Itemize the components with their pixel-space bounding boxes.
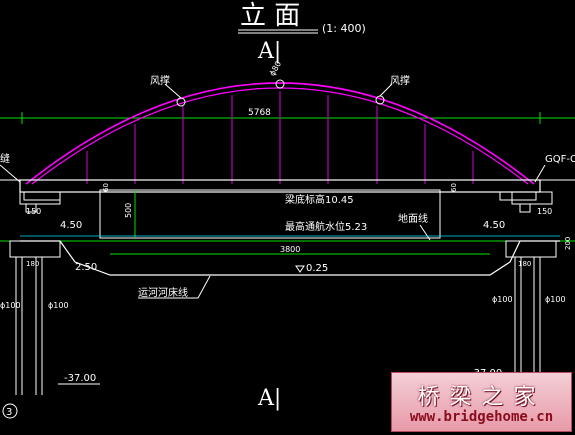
clear-span-dim: 3800 [280,245,300,254]
dim-150-right: 150 [537,207,552,216]
arch-upper [25,82,535,185]
bearing-left [25,203,37,213]
pile-dia-right-2: ϕ100 [545,295,566,304]
dim-180-right: 180 [518,260,531,268]
section-mark-top: A| [257,39,281,64]
wind-brace-node-top [275,79,285,89]
wind-brace-label-left: 风撑 [150,74,170,87]
riverbed-marker [295,265,305,273]
pile-bottom-left: -37.00 [64,373,96,384]
deck-haunch-left [23,191,61,201]
clear-height-dim: 500 [124,203,133,218]
joint-leader [0,164,21,183]
right-edge-dim: 200 [564,237,572,250]
watermark-title: 桥梁之家 [417,385,546,410]
nav-water-level: 最高通航水位5.23 [285,220,367,233]
drawing-title: 立 面 [240,1,300,31]
wind-brace-label-right: 风撑 [390,74,410,87]
abutment-cap-left [19,191,61,205]
pile-dia-left-2: ϕ100 [48,301,69,310]
pile-cap-left [9,240,61,258]
navigation-clearance-box [99,189,441,239]
dim-60-left: 60 [102,183,110,192]
drawing-scale: (1: 400) [322,22,366,35]
beam-bottom-elevation: 梁底标高10.45 [285,193,354,206]
riverbed-label: 运河河床线 [138,286,188,299]
leader-right [379,83,393,97]
watermark-url: www.bridgehome.cn [409,409,554,425]
riverbed-level: 0.25 [306,263,328,274]
bearing-right [519,203,531,213]
abutment-cap-right [511,191,553,205]
detail-number-circle [2,403,18,419]
detail-number: 3 [6,407,12,418]
elevation-right-top: 4.50 [483,220,505,231]
pile-cap-right [505,240,557,258]
elevation-left-top: 4.50 [60,220,82,231]
river-channel [20,240,560,276]
riverbed-leader-2 [197,275,211,299]
deck-haunch-right [499,191,537,201]
elevation-left-mid: 2.50 [75,262,97,273]
pile-dia-right-1: ϕ100 [492,295,513,304]
piles-left [15,257,43,395]
dim-150-left: 150 [26,207,41,216]
dim-180-left: 180 [26,260,39,268]
dim-60-right: 60 [450,183,458,192]
joint-label: 缝 [0,152,10,165]
ground-line-label: 地面线 [398,212,428,225]
span-dimension: 5768 [248,108,271,118]
ground-leader [419,224,431,241]
watermark-badge: 桥梁之家 www.bridgehome.cn [391,372,572,432]
section-mark-bottom: A| [257,386,281,411]
pile-dia-left-1: ϕ100 [0,301,21,310]
leader-left [164,83,182,99]
bearing-label: GQF-C8 [545,154,575,165]
bearing-leader [534,164,546,183]
hangers [86,91,474,184]
